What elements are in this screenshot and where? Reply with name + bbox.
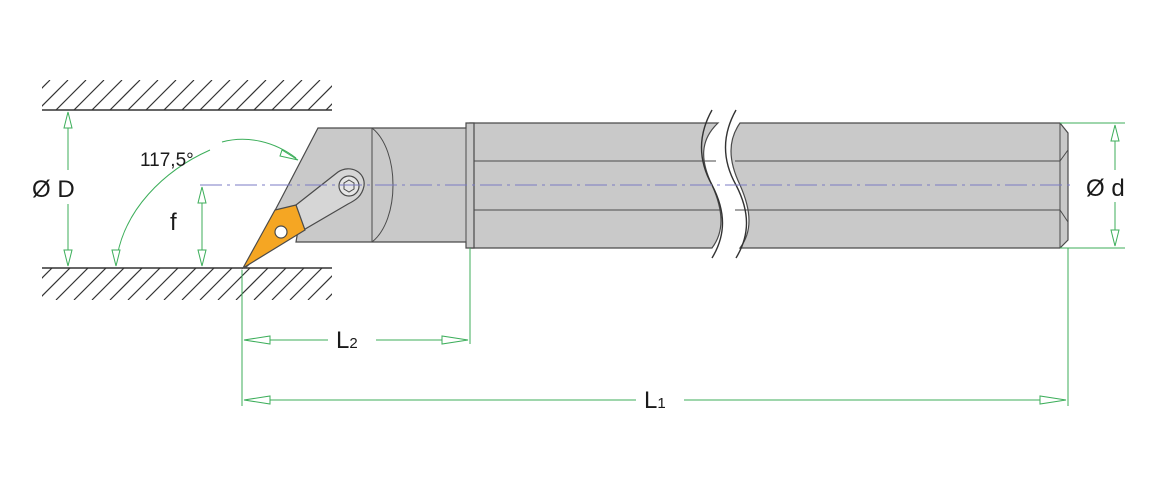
total-length-label: L1: [644, 387, 666, 414]
dimension-angle: [111, 138, 299, 267]
bore-wall-bottom: [42, 267, 332, 300]
dimension-shank-diameter: [1060, 122, 1125, 249]
angle-label: 117,5°: [140, 150, 194, 171]
shank-diameter-label: Ø d: [1086, 175, 1125, 202]
offset-label: f: [170, 209, 177, 236]
head-length-label: L2: [336, 327, 358, 354]
bore-wall-top: [42, 80, 332, 111]
dimension-head-length: [243, 335, 469, 345]
dimension-total-length: [243, 395, 1067, 405]
bore-diameter-label: Ø D: [32, 176, 75, 203]
cutting-insert: [241, 204, 306, 270]
dimension-offset: [197, 186, 207, 267]
